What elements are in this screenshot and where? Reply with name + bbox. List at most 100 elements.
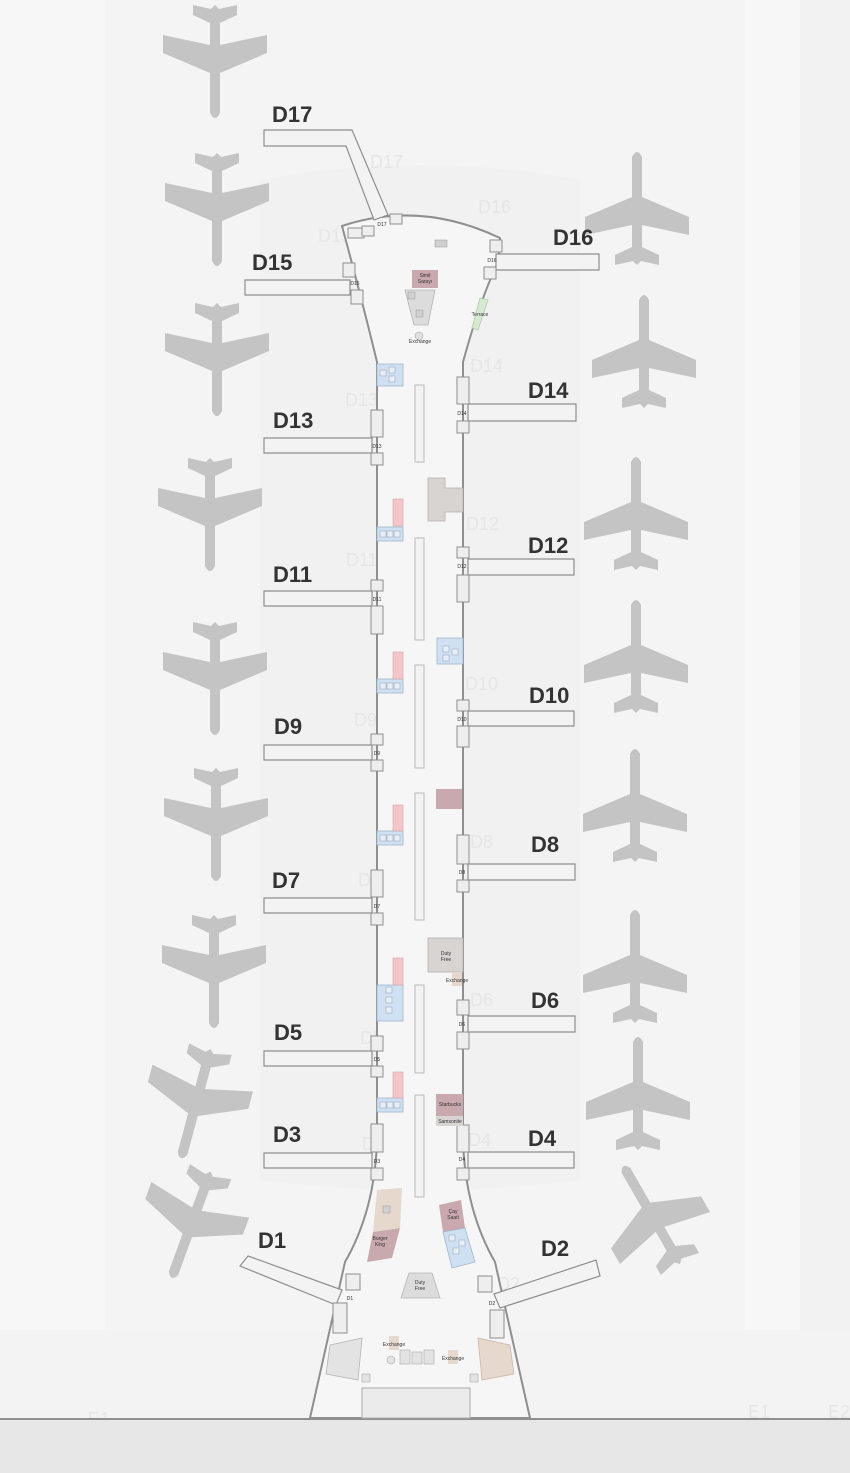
gate-d4[interactable] [456, 1124, 575, 1181]
cay-saati-label-2: Saati [447, 1215, 458, 1221]
gate-door-d5-1 [370, 1065, 384, 1078]
burger-king-label-2: King [375, 1242, 385, 1248]
background-label: D4 [468, 1130, 491, 1150]
gate-d9[interactable] [263, 733, 384, 772]
simit-label-1: Simit [419, 273, 431, 279]
gate-door-label-d6: D6 [459, 1022, 466, 1028]
gate-d11[interactable] [263, 579, 384, 635]
jet-bridge-d12 [467, 558, 575, 576]
background-label: D16 [478, 197, 511, 217]
jet-bridge-d4 [467, 1151, 575, 1169]
gate-d8[interactable] [456, 834, 576, 893]
gate-d5[interactable] [263, 1035, 384, 1078]
gate-door-label-d10: D10 [457, 717, 466, 723]
gate-label-d11[interactable]: D11 [273, 562, 312, 587]
gate-door-d9-1 [370, 759, 384, 772]
gate-door-label-d13: D13 [372, 444, 381, 450]
gate-d3[interactable] [263, 1123, 384, 1181]
gate-door-d10-0 [456, 699, 470, 712]
gate-door-label-d7: D7 [374, 904, 381, 910]
gate-label-d8[interactable]: D8 [531, 832, 559, 857]
jet-bridge-d1 [239, 1255, 343, 1306]
gate-door-d8-0 [456, 834, 470, 865]
gate-door-label-d4: D4 [459, 1157, 466, 1163]
gate-label-d6[interactable]: D6 [531, 988, 559, 1013]
gate-door-d14-1 [456, 420, 470, 434]
gate-d1[interactable] [239, 1255, 361, 1334]
gate-label-d7[interactable]: D7 [272, 868, 300, 893]
gate-d12[interactable] [456, 546, 575, 603]
terrace-label: Terrace [472, 312, 489, 318]
jet-bridge-d9 [263, 744, 373, 761]
gate-d10[interactable] [456, 699, 575, 748]
gate-door-d16-0 [489, 239, 503, 253]
background-label: D9 [354, 710, 377, 730]
gate-d16[interactable] [483, 239, 600, 280]
exchange-bottom-right-label: Exchange [442, 1356, 464, 1362]
jet-bridge-d7 [263, 897, 373, 914]
gate-door-d9-0 [370, 733, 384, 746]
background-label: E2 [828, 1402, 850, 1422]
gate-label-d10[interactable]: D10 [529, 683, 569, 708]
gate-d7[interactable] [263, 869, 384, 926]
gate-door-d2-0 [477, 1275, 493, 1293]
gate-door-label-d16: D16 [487, 258, 496, 264]
background-label: D8 [470, 832, 493, 852]
gate-door-d4-1 [456, 1167, 470, 1181]
gate-door-label-d11: D11 [373, 597, 382, 603]
gate-label-d2[interactable]: D2 [541, 1236, 569, 1261]
points-of-interest: Simit Sarayı Exchange Terrace [325, 239, 515, 1383]
jet-bridge-d14 [467, 403, 577, 422]
gate-labels: D17D17D15D15D13D13D11D11D9D9D7D7D5D5D3D3… [252, 102, 593, 1307]
gate-label-d1[interactable]: D1 [258, 1228, 286, 1253]
gate-door-d11-1 [370, 605, 384, 635]
gate-door-d16-1 [483, 266, 497, 280]
gate-label-d15[interactable]: D15 [252, 250, 292, 275]
gate-door-d1-0 [345, 1273, 361, 1291]
background-label: D11 [346, 550, 378, 570]
background-label: D12 [466, 514, 499, 534]
gate-label-d17[interactable]: D17 [272, 102, 312, 127]
exchange-bottom-left-label: Exchange [383, 1342, 405, 1348]
gate-label-d16[interactable]: D16 [553, 225, 593, 250]
gate-door-d13-0 [370, 409, 384, 438]
jet-bridge-d5 [263, 1050, 373, 1067]
gate-door-d1-1 [332, 1302, 348, 1334]
gate-door-d6-0 [456, 999, 470, 1016]
gate-door-d3-0 [370, 1123, 384, 1153]
gate-d13[interactable] [263, 409, 384, 466]
gate-label-d4[interactable]: D4 [528, 1126, 557, 1151]
duty-free-mid-label-2: Free [441, 957, 452, 963]
gate-d17[interactable] [263, 129, 403, 239]
gate-door-d5-0 [370, 1035, 384, 1052]
gate-door-d7-0 [370, 869, 384, 898]
gate-label-d13[interactable]: D13 [273, 408, 313, 433]
gate-door-label-d3: D3 [374, 1159, 381, 1165]
background-label: D6 [470, 990, 493, 1010]
gate-door-label-d1: D1 [347, 1296, 354, 1302]
simit-label-2: Sarayı [418, 279, 432, 285]
starbucks-label: Starbucks [439, 1102, 462, 1108]
jet-bridge-d2 [493, 1259, 601, 1309]
jet-bridge-d10 [467, 710, 575, 727]
gate-door-d7-1 [370, 912, 384, 926]
gate-door-label-d17: D17 [377, 222, 386, 228]
burger-king-label-1: Burger [372, 1236, 387, 1242]
gate-label-d12[interactable]: D12 [528, 533, 568, 558]
gate-door-d11-0 [370, 579, 384, 592]
gate-d6[interactable] [456, 999, 576, 1050]
gate-label-d9[interactable]: D9 [274, 714, 302, 739]
gate-label-d5[interactable]: D5 [274, 1020, 302, 1045]
jet-bridge-d3 [263, 1152, 373, 1169]
background-label: D13 [345, 390, 378, 410]
gate-d14[interactable] [456, 376, 577, 434]
jet-bridge-d16 [495, 253, 600, 271]
gate-d15[interactable] [244, 262, 364, 305]
gate-d2[interactable] [477, 1259, 601, 1339]
gate-door-d17-2 [389, 213, 403, 225]
cay-saati-label-1: Çay [449, 1209, 458, 1215]
gate-label-d3[interactable]: D3 [273, 1122, 301, 1147]
jet-bridge-d8 [467, 863, 576, 881]
gate-label-d14[interactable]: D14 [528, 378, 569, 403]
